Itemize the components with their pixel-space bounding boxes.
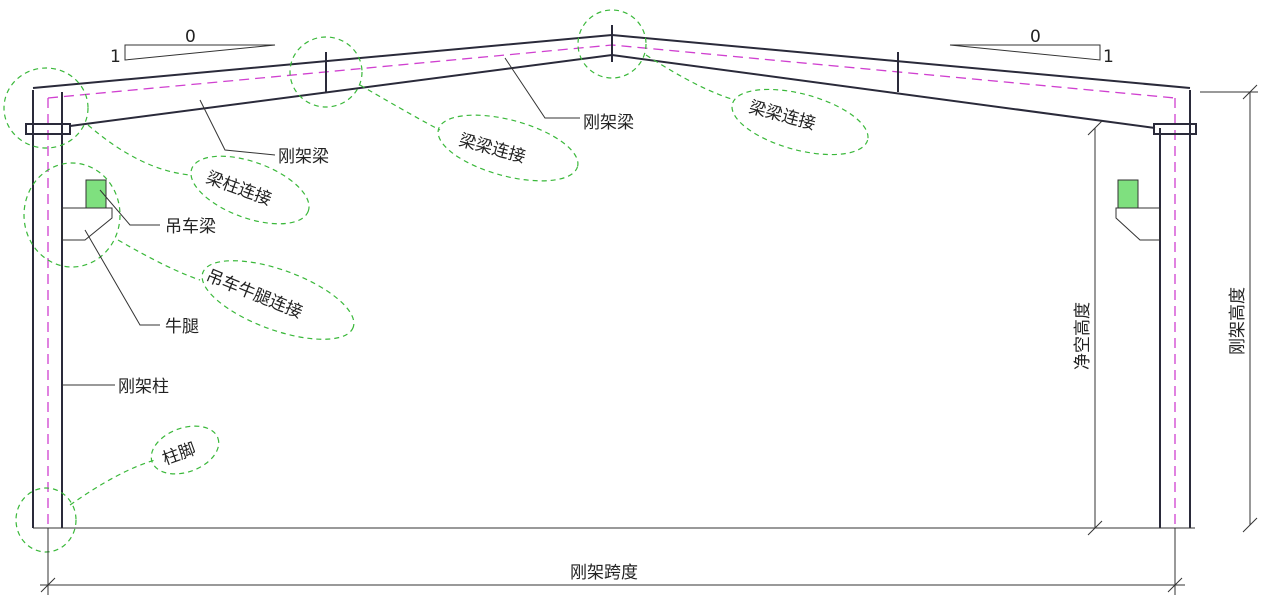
slope-run: 0 <box>1030 27 1041 47</box>
dimension-clear-height: 净空高度 <box>1073 120 1103 536</box>
slope-run: 0 <box>185 27 196 47</box>
label-crane-beam: 吊车梁 <box>165 217 216 237</box>
label-rafter-left: 刚架梁 <box>278 147 329 167</box>
dimension-frame-span: 刚架跨度 <box>40 528 1185 595</box>
label-beam-beam-right: 梁梁连接 <box>747 98 818 135</box>
label-clear-height: 净空高度 <box>1073 302 1093 370</box>
slope-rise: 1 <box>110 47 121 67</box>
left-bracket <box>61 179 113 241</box>
slope-rise: 1 <box>1103 47 1114 67</box>
dimension-frame-height: 刚架高度 <box>1200 84 1258 533</box>
label-column-base: 柱脚 <box>160 439 199 469</box>
label-bracket: 牛腿 <box>165 317 199 337</box>
connection-highlights <box>3 9 869 553</box>
slope-left: 1 0 <box>110 27 276 67</box>
label-column: 刚架柱 <box>118 377 169 397</box>
leader-lines <box>62 57 580 386</box>
label-frame-span: 刚架跨度 <box>570 563 638 583</box>
rafters <box>32 25 1191 129</box>
label-rafter-right: 刚架梁 <box>583 113 634 133</box>
left-column <box>25 90 71 528</box>
label-frame-height: 刚架高度 <box>1228 287 1248 355</box>
slope-right: 1 0 <box>949 27 1114 67</box>
right-column <box>1153 90 1197 528</box>
right-bracket <box>1115 179 1161 241</box>
label-crane-bracket-connection: 吊车牛腿连接 <box>203 266 305 323</box>
